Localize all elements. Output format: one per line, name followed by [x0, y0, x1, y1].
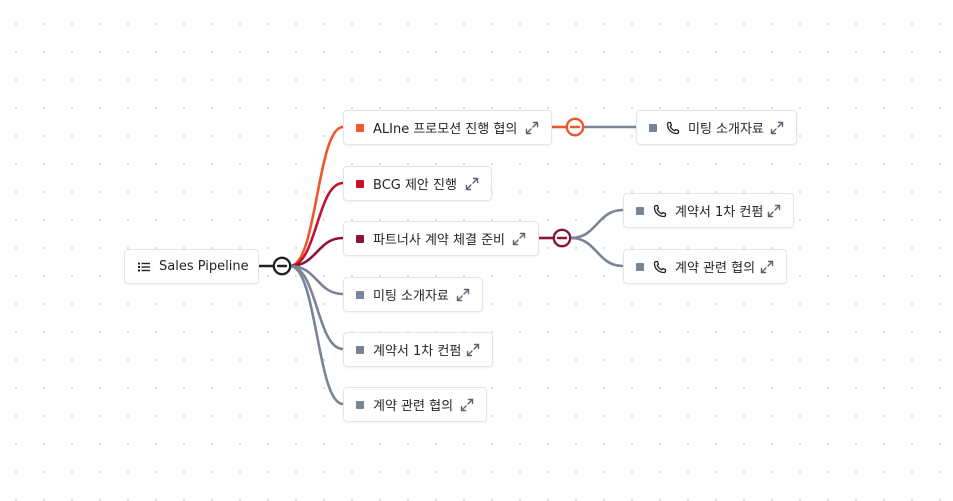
expand-icon[interactable] [512, 232, 526, 246]
expand-icon[interactable] [760, 260, 774, 274]
node-label: 미팅 소개자료 [373, 289, 449, 304]
edge-to-bcg [289, 181, 344, 268]
edge-to-partner [289, 236, 344, 268]
phone-icon [653, 260, 667, 274]
expand-icon[interactable] [465, 177, 479, 191]
node-partner-contract[interactable]: 파트너사 계약 체결 준비 [343, 221, 539, 256]
edge-to-negotiation [289, 264, 344, 406]
expand-icon[interactable] [466, 343, 480, 357]
node-label: 미팅 소개자료 [688, 122, 764, 137]
expand-icon[interactable] [456, 288, 470, 302]
node-partner-contract-confirm[interactable]: 계약서 1차 컨펌 [623, 193, 794, 228]
expand-icon[interactable] [525, 121, 539, 135]
status-square [356, 345, 364, 354]
expand-icon[interactable] [460, 398, 474, 412]
node-contract-confirm[interactable]: 계약서 1차 컨펌 [343, 332, 493, 367]
edge-partner-to-contract [570, 208, 624, 240]
node-aline-meeting-materials[interactable]: 미팅 소개자료 [636, 110, 797, 145]
root-node-label: Sales Pipeline [159, 259, 249, 274]
node-contract-negotiation[interactable]: 계약 관련 협의 [343, 387, 487, 422]
status-square [356, 179, 364, 188]
node-label: 파트너사 계약 체결 준비 [373, 233, 505, 248]
edge-to-aline [289, 125, 344, 268]
node-label: 계약서 1차 컨펌 [675, 205, 764, 220]
status-square [356, 400, 364, 409]
collapse-partner-toggle[interactable] [552, 228, 572, 248]
root-node[interactable]: Sales Pipeline [124, 249, 259, 284]
node-partner-contract-negotiation[interactable]: 계약 관련 협의 [623, 249, 787, 284]
collapse-aline-toggle[interactable] [565, 117, 585, 137]
node-label: 계약서 1차 컨펌 [373, 344, 462, 359]
phone-icon [666, 121, 680, 135]
phone-icon [653, 204, 667, 218]
node-label: 계약 관련 협의 [373, 399, 454, 414]
status-square [636, 206, 644, 215]
list-icon [137, 260, 151, 274]
edge-partner-to-negotiation [570, 236, 624, 268]
status-square [649, 123, 657, 132]
status-square [636, 262, 644, 271]
node-label: 계약 관련 협의 [675, 261, 756, 276]
node-meeting-materials[interactable]: 미팅 소개자료 [343, 277, 483, 312]
node-label: BCG 제안 진행 [373, 178, 457, 193]
status-square [356, 123, 364, 132]
node-bcg-proposal[interactable]: BCG 제안 진행 [343, 166, 492, 201]
node-label: ALIne 프로모션 진행 협의 [373, 122, 518, 137]
expand-icon[interactable] [767, 204, 781, 218]
status-square [356, 290, 364, 299]
status-square [356, 234, 364, 243]
collapse-root-toggle[interactable] [272, 256, 292, 276]
expand-icon[interactable] [770, 121, 784, 135]
node-aline-promotion[interactable]: ALIne 프로모션 진행 협의 [343, 110, 552, 145]
